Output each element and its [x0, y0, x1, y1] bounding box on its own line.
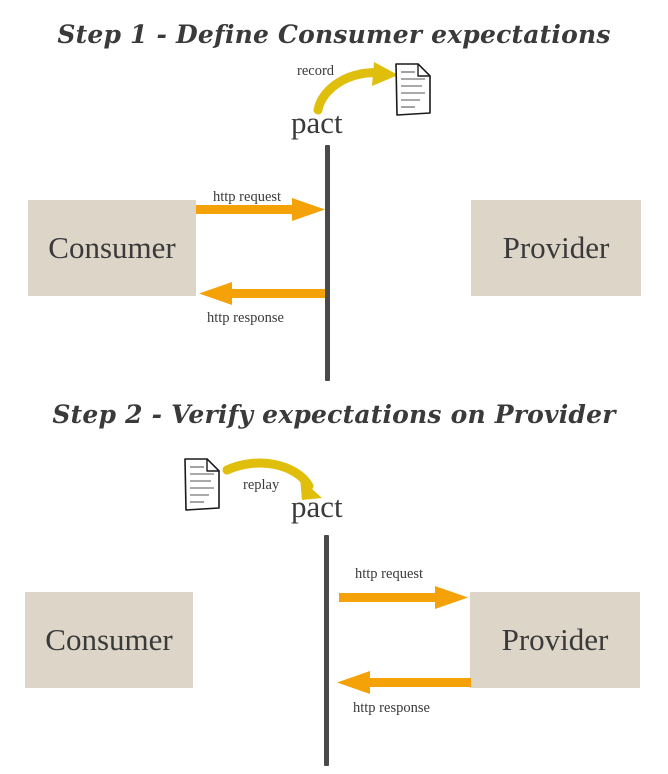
step2-consumer-box[interactable]: Consumer: [25, 592, 193, 688]
step2-http-request-arrow-icon: [339, 586, 468, 609]
step2-http-request-label: http request: [355, 566, 424, 582]
step2-document-icon: [184, 458, 220, 511]
step1-consumer-box[interactable]: Consumer: [28, 200, 196, 296]
step1-provider-label: Provider: [502, 230, 610, 265]
step1-http-response-arrow-icon: [199, 282, 325, 305]
step2-pact-lifeline: [324, 535, 329, 766]
step2-provider-box[interactable]: Provider: [470, 592, 640, 688]
step1-http-request-label: http request: [213, 189, 282, 205]
step1-document-icon: [395, 63, 431, 116]
step1-record-label: record: [297, 63, 335, 79]
step1-http-response-label: http response: [207, 310, 284, 326]
step1-record-arrow-icon: [313, 62, 398, 115]
step2-http-response-label: http response: [353, 700, 430, 716]
step1-consumer-label: Consumer: [48, 230, 176, 265]
step1-http-request-arrow-icon: [196, 198, 325, 221]
step2-replay-label: replay: [243, 477, 280, 493]
step2-http-response-arrow-icon: [337, 671, 471, 694]
step2-replay-arrow-icon: [222, 458, 322, 500]
step2-consumer-label: Consumer: [45, 622, 173, 657]
step2-provider-label: Provider: [501, 622, 609, 657]
step-2-title: Step 2 - Verify expectations on Provider: [52, 400, 616, 429]
step1-pact-lifeline: [325, 145, 330, 381]
step-1-title: Step 1 - Define Consumer expectations: [57, 20, 611, 49]
step1-provider-box[interactable]: Provider: [471, 200, 641, 296]
